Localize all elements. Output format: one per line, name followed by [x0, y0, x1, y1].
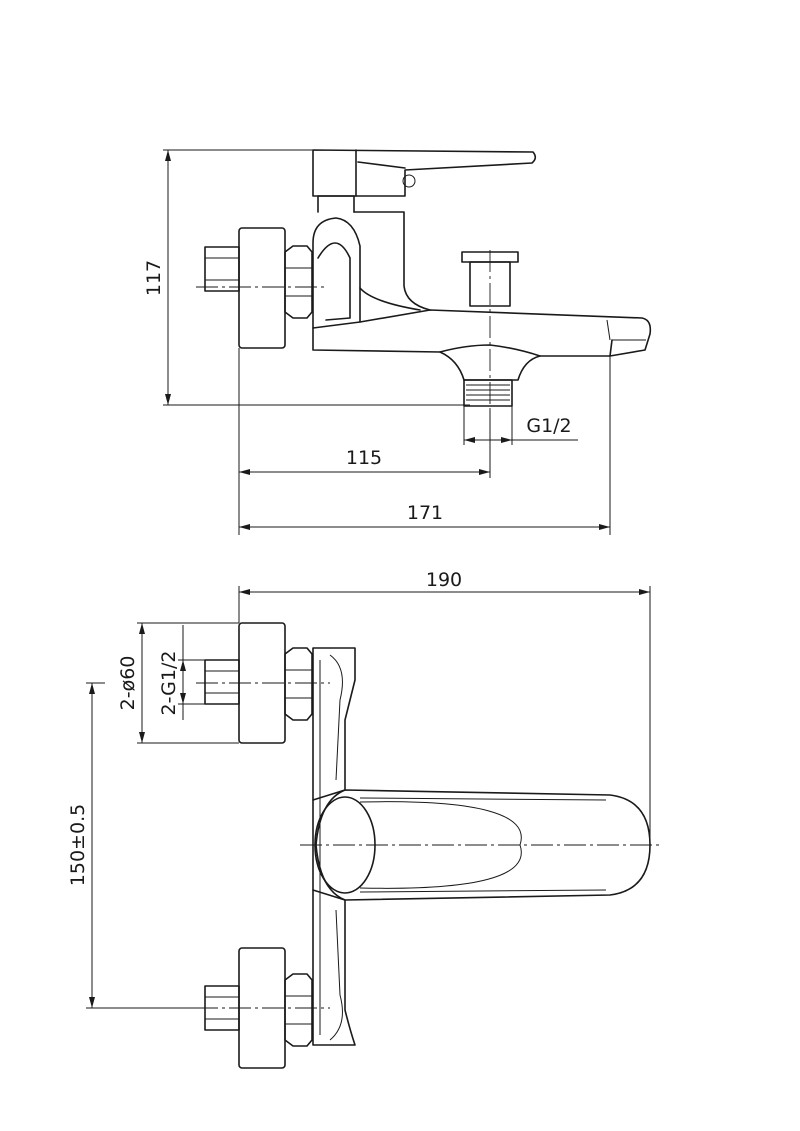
dimension-171-label: 171	[407, 502, 443, 524]
dimension-115-label: 115	[346, 447, 382, 469]
dimension-190: 190	[238, 569, 651, 845]
dimension-171: 171	[239, 356, 611, 535]
side-lever-handle	[312, 149, 537, 197]
side-spout-outlet-thread	[439, 351, 541, 407]
dimension-inlet-spacing: 150±0.5	[67, 682, 205, 1009]
dimension-inlet-thread: 2-G1/2	[158, 625, 205, 720]
dimension-117: 117	[143, 149, 470, 406]
side-faucet-body	[312, 195, 652, 357]
dimension-flange-diameter: 2-ø60	[117, 622, 239, 744]
dimension-flange-diameter-label: 2-ø60	[117, 656, 139, 711]
dimension-inlet-spacing-label: 150±0.5	[67, 804, 89, 886]
top-faucet-body	[312, 647, 356, 1046]
dimension-115: 115	[238, 348, 491, 535]
dimension-spout-thread: G1/2	[463, 405, 578, 445]
top-view: 190 2-ø60 2-G1/2 150±0.5	[67, 569, 660, 1069]
dimension-117-label: 117	[143, 260, 165, 296]
dimension-spout-thread-label: G1/2	[526, 415, 571, 437]
side-inlet-connector	[204, 227, 313, 349]
dimension-190-label: 190	[426, 569, 462, 591]
side-view: 117 G1/2 115 171	[143, 149, 652, 535]
dimension-inlet-thread-label: 2-G1/2	[158, 651, 180, 716]
